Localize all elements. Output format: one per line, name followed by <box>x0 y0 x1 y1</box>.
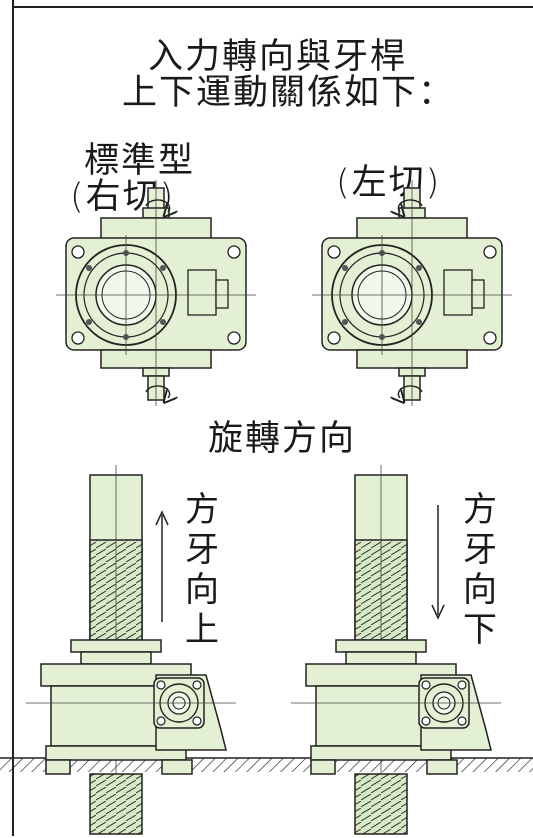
right-cut-jack <box>25 464 237 835</box>
screw-up-label: 方 牙 向 上 <box>182 490 222 650</box>
screw-down-char-2: 牙 <box>463 530 497 570</box>
screw-down-char-4: 下 <box>463 610 497 650</box>
diagram-frame <box>12 0 533 836</box>
screw-down-label: 方 牙 向 下 <box>460 490 500 650</box>
screw-down-char-3: 向 <box>463 570 497 610</box>
rotation-arrow-icon <box>398 385 423 398</box>
screw-up-char-2: 牙 <box>185 530 219 570</box>
rotation-arrow-icon <box>145 199 170 212</box>
ground-hatch <box>0 758 533 772</box>
left-cut-gearbox <box>311 179 513 407</box>
title-line-2: 上下運動關係如下： <box>122 73 456 113</box>
screw-up-char-3: 向 <box>185 570 219 610</box>
left-cut-jack <box>290 464 502 835</box>
top-border <box>12 6 533 8</box>
screw-up-char-4: 上 <box>185 610 219 650</box>
title-line-1: 入力轉向與牙桿 <box>148 37 408 77</box>
standard-type-label: 標準型 <box>84 141 196 181</box>
right-cut-gearbox <box>55 179 257 407</box>
left-cut-label: (左切) <box>336 163 442 203</box>
rotation-arrow-icon <box>398 199 423 212</box>
screw-down-char-1: 方 <box>463 490 497 530</box>
rotation-direction-label: 旋轉方向 <box>208 419 357 459</box>
screw-up-char-1: 方 <box>185 490 219 530</box>
rotation-arrow-icon <box>145 385 170 398</box>
